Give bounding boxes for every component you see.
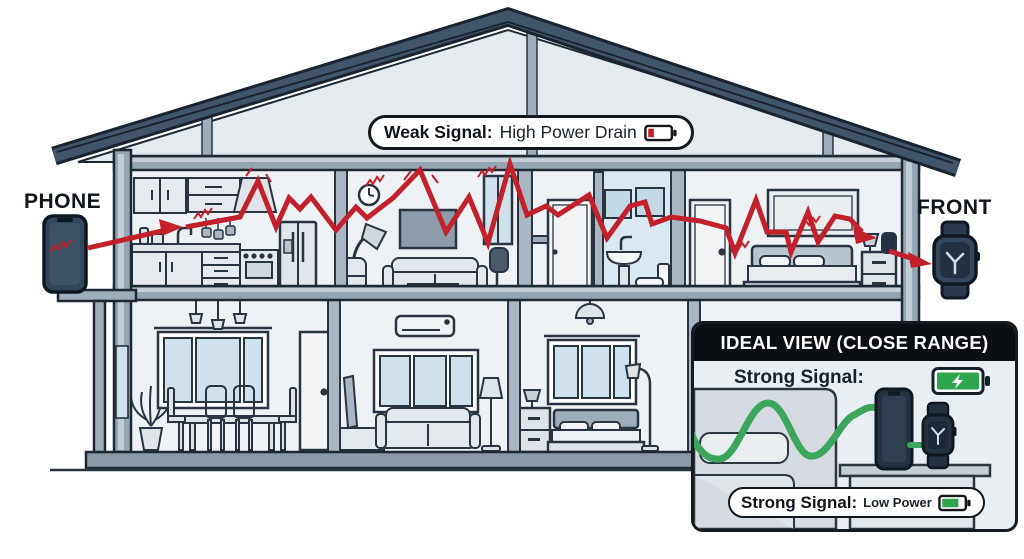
kitchen bbox=[131, 177, 318, 294]
strong-signal-label: Strong Signal: bbox=[734, 367, 864, 388]
bed-icon bbox=[546, 408, 646, 454]
tv-side-icon bbox=[342, 374, 359, 430]
dining-table-icon bbox=[167, 385, 297, 451]
hallway bbox=[546, 198, 594, 300]
dining-room bbox=[130, 300, 332, 452]
ac-unit-icon bbox=[394, 314, 456, 338]
interference-marks bbox=[49, 165, 821, 253]
weak-signal-path bbox=[49, 155, 932, 268]
smartphone-icon bbox=[874, 387, 914, 471]
ideal-view-panel: IDEAL VIEW (CLOSE RANGE) bbox=[691, 321, 1018, 532]
smartphone-icon bbox=[42, 214, 88, 294]
wall-window bbox=[115, 345, 129, 419]
strong-signal-title: Strong Signal: bbox=[741, 492, 858, 512]
sofa-icon bbox=[375, 407, 481, 449]
ideal-view-header: IDEAL VIEW (CLOSE RANGE) bbox=[694, 324, 1015, 361]
pendant-lamp-icon bbox=[574, 300, 606, 325]
weak-signal-text: High Power Drain bbox=[499, 122, 637, 142]
weak-signal-title: Weak Signal: bbox=[384, 122, 493, 142]
phone-side-table bbox=[56, 288, 138, 454]
battery-charging-green-icon bbox=[931, 367, 990, 395]
pendant-lights-icon bbox=[188, 300, 248, 330]
strong-signal-callout: Strong Signal: Low Power bbox=[728, 487, 985, 518]
phone-label: PHONE bbox=[24, 190, 102, 213]
battery-high-green-icon bbox=[937, 494, 971, 511]
ideal-view-body: Strong Signal: Strong Signal: Low Power bbox=[694, 361, 1015, 529]
structure-beams bbox=[50, 148, 1000, 472]
nightstand-icon bbox=[516, 389, 552, 454]
bedroom-lower bbox=[516, 300, 659, 454]
sink-icon bbox=[605, 251, 643, 266]
arrowhead bbox=[908, 252, 932, 268]
strong-signal-wave bbox=[694, 399, 882, 463]
roof bbox=[51, 7, 962, 178]
battery-low-red-icon bbox=[643, 124, 677, 141]
door-knob bbox=[718, 248, 726, 256]
front-label: FRONT bbox=[917, 196, 992, 219]
door-knob bbox=[552, 249, 558, 255]
smartwatch-icon bbox=[932, 220, 980, 300]
strong-signal-text: Low Power bbox=[863, 495, 932, 510]
door bbox=[546, 198, 594, 300]
smartwatch-icon bbox=[921, 401, 957, 470]
arrowhead bbox=[853, 227, 877, 244]
fridge-icon bbox=[278, 220, 318, 294]
weak-signal-callout: Weak Signal: High Power Drain bbox=[368, 115, 694, 150]
arrowhead bbox=[159, 219, 183, 236]
tv-room bbox=[333, 314, 504, 452]
door bbox=[688, 198, 732, 300]
counter bbox=[131, 243, 241, 253]
